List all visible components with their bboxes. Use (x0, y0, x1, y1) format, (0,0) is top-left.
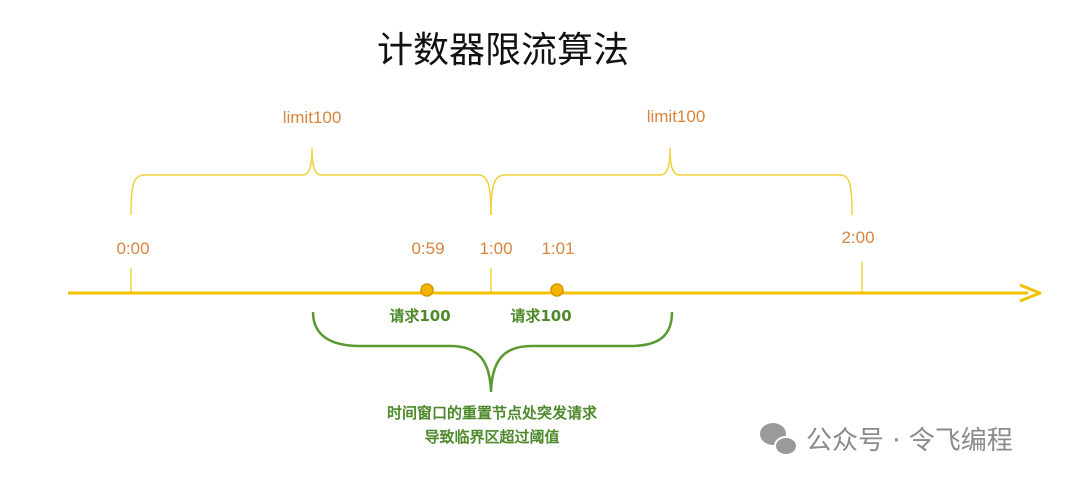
watermark-text: 公众号 · 令飞编程 (806, 426, 1013, 456)
diagram-title: 计数器限流算法 (377, 30, 629, 71)
wechat-icon (760, 423, 798, 456)
window-brace-2 (490, 147, 853, 216)
request-label-1: 请求100 (389, 307, 450, 325)
request-label-2: 请求100 (510, 307, 571, 325)
time-label-0-00: 0:00 (116, 239, 149, 258)
annotation-line-1: 时间窗口的重置节点处突发请求 (387, 404, 598, 422)
window-limit-label-1: limit100 (283, 108, 342, 127)
window-brace-1 (130, 147, 492, 216)
request-dot-1-01 (550, 283, 564, 297)
annotation-line-2: 导致临界区超过阈值 (424, 428, 559, 446)
time-label-1-00: 1:00 (479, 239, 512, 258)
time-label-0-59: 0:59 (411, 239, 444, 258)
window-limit-label-2: limit100 (647, 107, 706, 126)
request-dot-0-59 (420, 283, 434, 297)
axis-arrow-icon (1019, 283, 1042, 303)
critical-zone-brace (311, 311, 674, 393)
time-label-1-01: 1:01 (541, 239, 574, 258)
time-label-2-00: 2:00 (841, 228, 874, 247)
